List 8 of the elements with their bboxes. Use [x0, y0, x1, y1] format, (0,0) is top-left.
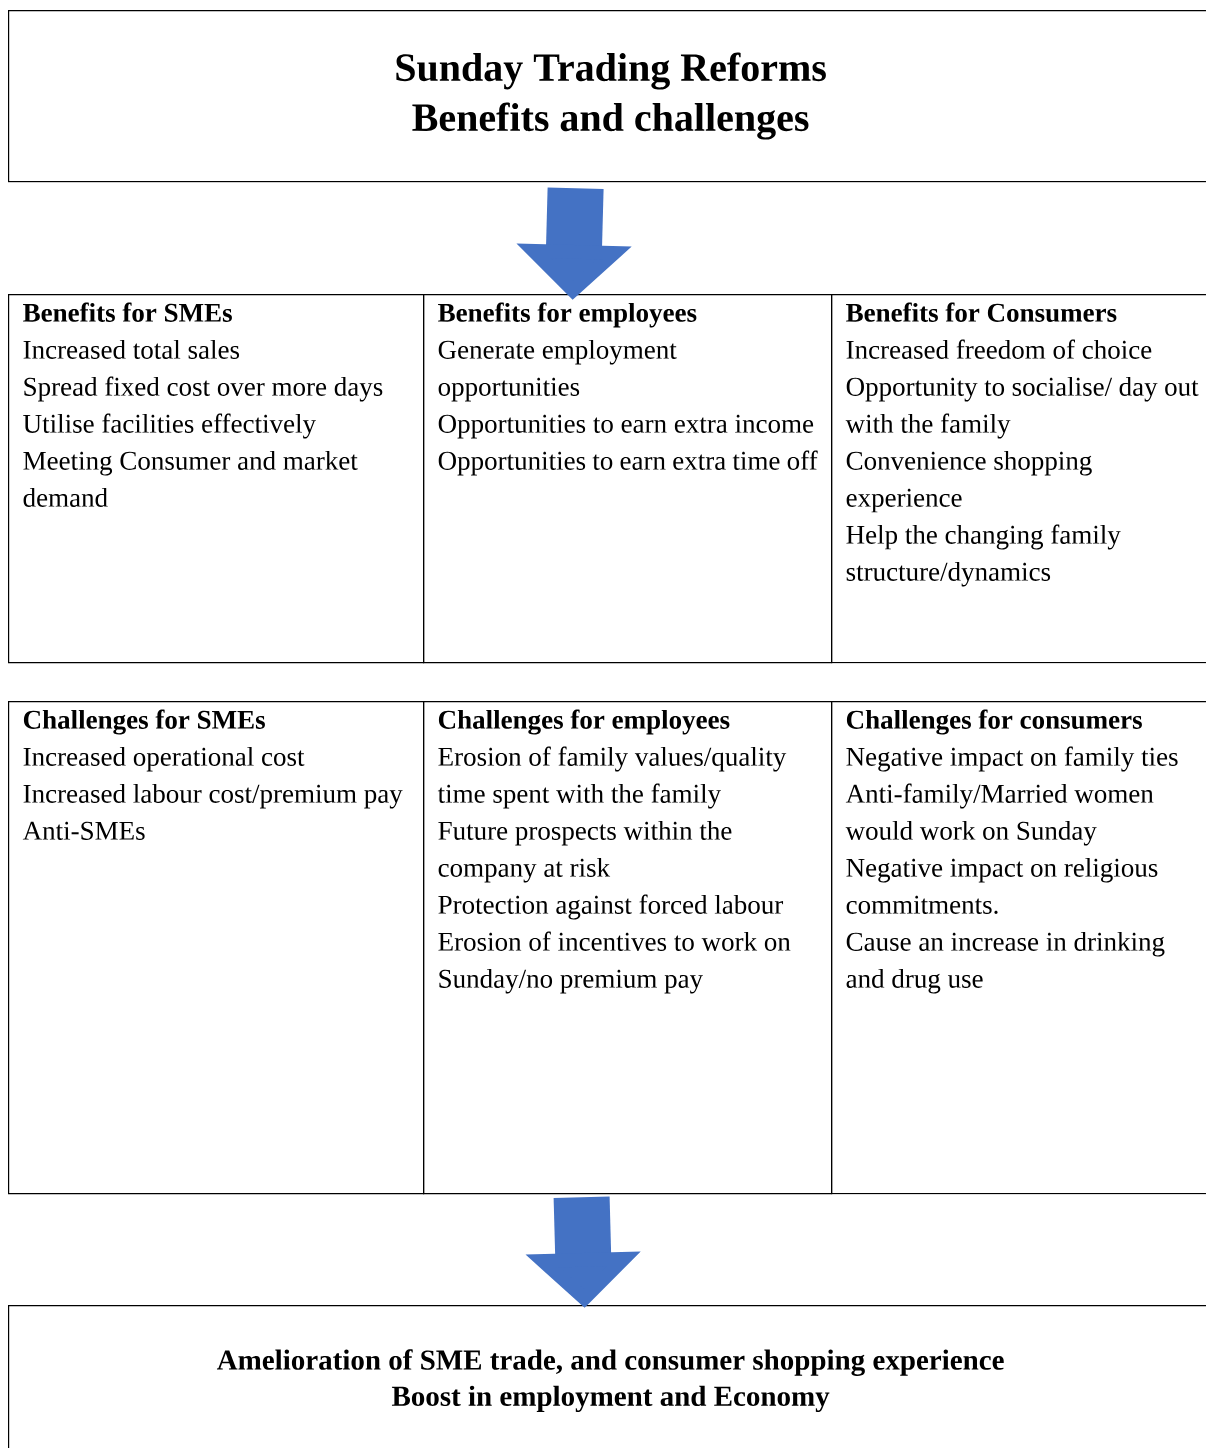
table-cell: Benefits for employees Generate employment opportunities Opportunities to earn extra income Opportunities to earn extra time off: [423, 294, 833, 664]
table-cell: Challenges for employees Erosion of family values/quality time spent with the family Future prospects within the company at risk Protection against forced labour Erosion of incentives to work on Sunday/no premium pay: [423, 701, 833, 1195]
title-box: Sunday Trading Reforms Benefits and challenges: [8, 10, 1206, 183]
table-cell: Challenges for SMEs Increased operational cost Increased labour cost/premium pay Anti-SMEs: [8, 701, 425, 1195]
conclusion-box: Amelioration of SME trade, and consumer shopping experience Boost in employment and Economy: [8, 1305, 1206, 1448]
table-cell: Challenges for consumers Negative impact on family ties Anti-family/Married women would work on Sunday Negative impact on religious commitments. Cause an increase in drinking and drug use: [831, 701, 1206, 1195]
table-cell: Benefits for SMEs Increased total sales Spread fixed cost over more days Utilise facilities effectively Meeting Consumer and market demand: [8, 294, 425, 664]
table-cell: Benefits for Consumers Increased freedom of choice Opportunity to socialise/ day out with the family Convenience shopping experience Help the changing family structure/dynamics: [831, 294, 1206, 664]
